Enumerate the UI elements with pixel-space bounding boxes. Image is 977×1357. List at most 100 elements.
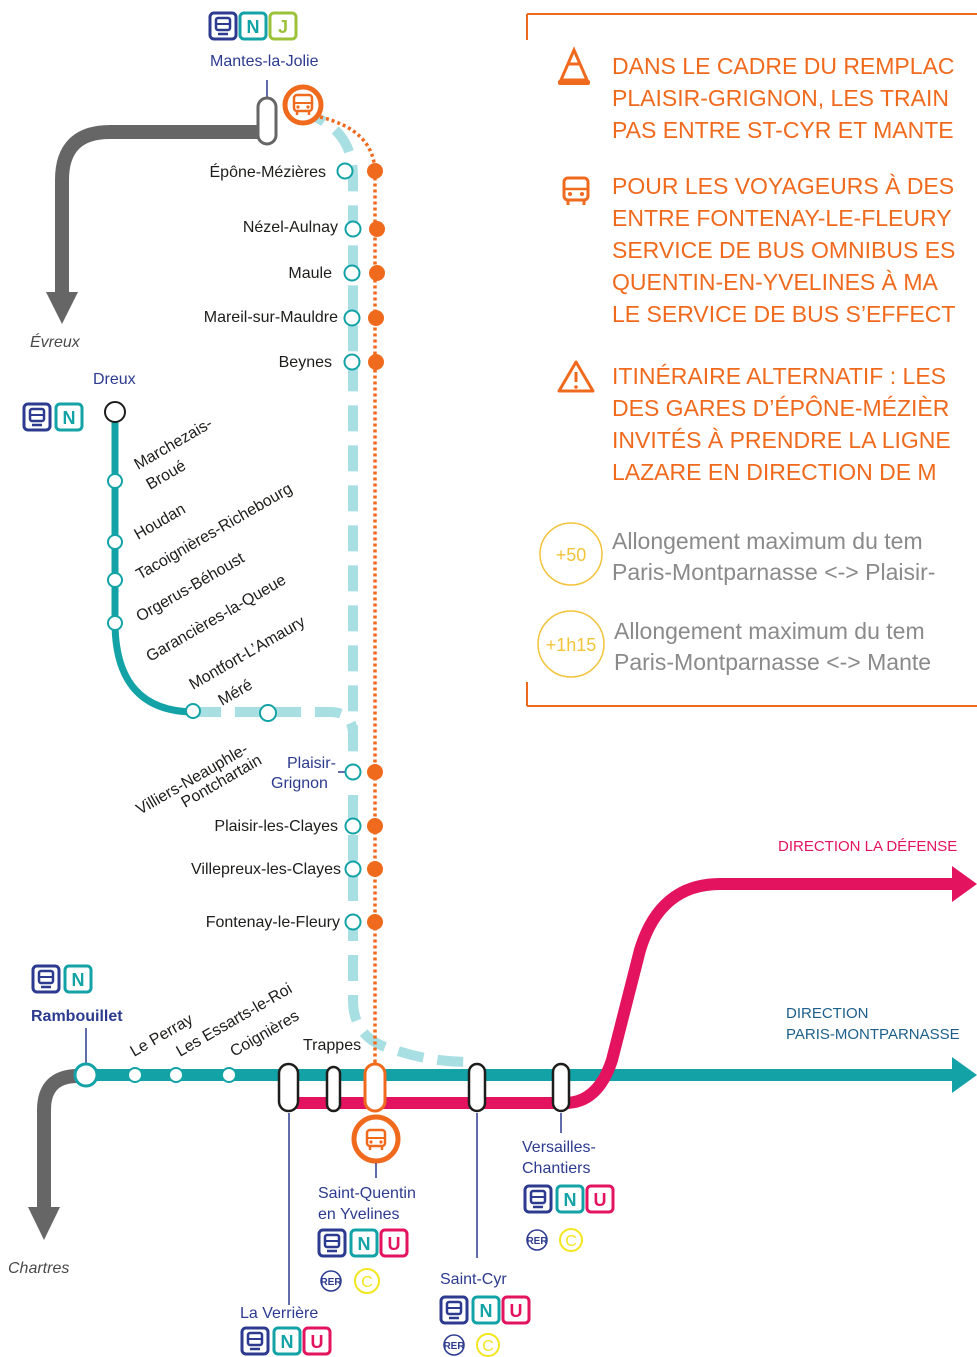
mantes-bus-stop[interactable] (282, 84, 324, 126)
station-versailles-line-2: Chantiers (522, 1160, 590, 1177)
warning-icon (557, 360, 595, 393)
duration-badge-mantes (537, 610, 605, 678)
notice-bus-line-4: QUENTIN-EN-YVELINES À MA (612, 269, 939, 295)
stop-maule-bus[interactable] (369, 265, 385, 281)
dreux-line-badges: N (22, 402, 84, 432)
duration-plaisir-line-2: Paris-Montparnasse <-> Plaisir- (612, 559, 935, 585)
stop-le-perray[interactable] (127, 1067, 143, 1083)
svg-text:RER: RER (320, 1277, 342, 1288)
notice-works-line-3: PAS ENTRE ST-CYR ET MANTE (612, 117, 954, 143)
station-houdan: Houdan (132, 501, 189, 544)
rambouillet-line-badges: N (31, 964, 93, 994)
station-epone-mezieres: Épône-Mézières (210, 162, 327, 181)
stop-rambouillet[interactable] (73, 1062, 99, 1088)
svg-text:C: C (361, 1274, 373, 1291)
svg-text:U: U (510, 1301, 523, 1321)
svg-text:N: N (72, 970, 85, 990)
station-versailles-line-1: Versailles- (522, 1139, 596, 1156)
stop-orgerus[interactable] (107, 615, 123, 631)
svg-text:U: U (388, 1234, 401, 1254)
svg-text:N: N (247, 17, 260, 37)
branch-to-evreux (55, 125, 268, 300)
svg-text:N: N (358, 1234, 371, 1254)
station-maule: Maule (288, 265, 332, 282)
station-saint-quentin-line-1: Saint-Quentin (318, 1185, 416, 1202)
station-nezel-aulnay: Nézel-Aulnay (243, 219, 338, 236)
stop-fontenay-closed[interactable] (344, 913, 362, 931)
stop-plaisir-les-clayes-bus[interactable] (367, 818, 383, 834)
saint-quentin-rer-c: RER C (320, 1268, 380, 1294)
station-chartres: Chartres (8, 1260, 69, 1277)
bus-icon (562, 176, 590, 205)
stop-saint-cyr[interactable] (467, 1062, 487, 1113)
saint-quentin-line-badges: N U (317, 1228, 409, 1258)
stop-villepreux-bus[interactable] (367, 861, 383, 877)
stop-beynes-bus[interactable] (368, 354, 384, 370)
stop-houdan[interactable] (107, 534, 123, 550)
stop-maule-closed[interactable] (343, 264, 361, 282)
stop-nezel-bus[interactable] (369, 221, 385, 237)
station-dreux: Dreux (93, 371, 136, 388)
notice-alternative-line-3: INVITÉS À PRENDRE LA LIGNE (612, 427, 951, 453)
station-evreux: Évreux (30, 332, 81, 351)
stop-versailles-chantiers[interactable] (551, 1062, 571, 1113)
stop-plaisir-grignon-bus[interactable] (367, 764, 383, 780)
bus-route-mantes-sqy (319, 115, 377, 1082)
stop-mareil-bus[interactable] (368, 310, 384, 326)
stop-villepreux-closed[interactable] (344, 860, 362, 878)
versailles-rer-c: RER C (526, 1228, 583, 1252)
station-plaisir-les-clayes: Plaisir-les-Clayes (214, 818, 338, 835)
station-saint-cyr: Saint-Cyr (440, 1271, 507, 1288)
la-verriere-line-badges: N U (240, 1326, 332, 1356)
station-mareil-sur-mauldre: Mareil-sur-Mauldre (204, 309, 338, 326)
svg-text:N: N (564, 1190, 577, 1210)
duration-badge-mantes-label: +1h15 (546, 635, 597, 655)
stop-plaisir-grignon-closed[interactable] (344, 763, 362, 781)
stop-nezel-closed[interactable] (344, 220, 362, 238)
svg-text:U: U (311, 1332, 324, 1352)
station-beynes: Beynes (279, 354, 332, 371)
closed-section-plaisir-trappes (348, 795, 471, 1067)
stop-saint-quentin[interactable] (363, 1062, 387, 1113)
notice-bus-line-5: LE SERVICE DE BUS S’EFFECT (612, 301, 955, 327)
mantes-station-marker[interactable] (256, 96, 278, 146)
svg-text:J: J (278, 17, 288, 37)
station-saint-quentin-line-2: en Yvelines (318, 1206, 400, 1223)
station-mantes-la-jolie: Mantes-la-Jolie (210, 53, 319, 70)
stop-mareil-closed[interactable] (343, 309, 361, 327)
stop-marchezais[interactable] (107, 473, 123, 489)
stop-fontenay-bus[interactable] (367, 914, 383, 930)
defense-arrow-icon (952, 866, 977, 902)
station-rambouillet: Rambouillet (31, 1008, 123, 1025)
line-u-route (288, 878, 955, 1109)
stop-villiers[interactable] (259, 704, 277, 722)
stop-plaisir-les-clayes-closed[interactable] (344, 817, 362, 835)
notice-bus-line-1: POUR LES VOYAGEURS À DES (612, 173, 954, 199)
stop-les-essarts[interactable] (168, 1067, 184, 1083)
direction-paris-line-2: PARIS-MONTPARNASSE (786, 1026, 960, 1043)
station-mere: Méré (216, 676, 256, 709)
stop-epone-closed[interactable] (336, 162, 354, 180)
stop-beynes-closed[interactable] (343, 353, 361, 371)
svg-text:C: C (565, 1233, 577, 1250)
paris-arrow-icon (952, 1057, 977, 1093)
stop-trappes[interactable] (325, 1065, 342, 1113)
closed-section-mantes-plaisir (298, 107, 358, 770)
station-plaisir-grignon-line-2: Grignon (271, 775, 328, 792)
notice-alternative-line-4: LAZARE EN DIRECTION DE M (612, 459, 937, 485)
svg-text:N: N (281, 1332, 294, 1352)
station-trappes: Trappes (303, 1037, 361, 1054)
duration-badge-plaisir (539, 522, 603, 586)
closed-section-mere-link (195, 707, 358, 736)
saint-cyr-line-badges: N U (439, 1295, 531, 1325)
stop-coignieres[interactable] (221, 1067, 237, 1083)
svg-text:C: C (482, 1338, 494, 1355)
stop-montfort[interactable] (185, 703, 201, 719)
stop-dreux[interactable] (104, 401, 126, 423)
duration-mantes-line-2: Paris-Montparnasse <-> Mante (614, 649, 931, 675)
stop-tacoignieres[interactable] (107, 572, 123, 588)
stop-epone-bus[interactable] (367, 163, 383, 179)
direction-paris-line-1: DIRECTION (786, 1005, 869, 1022)
stop-la-verriere[interactable] (277, 1062, 300, 1113)
